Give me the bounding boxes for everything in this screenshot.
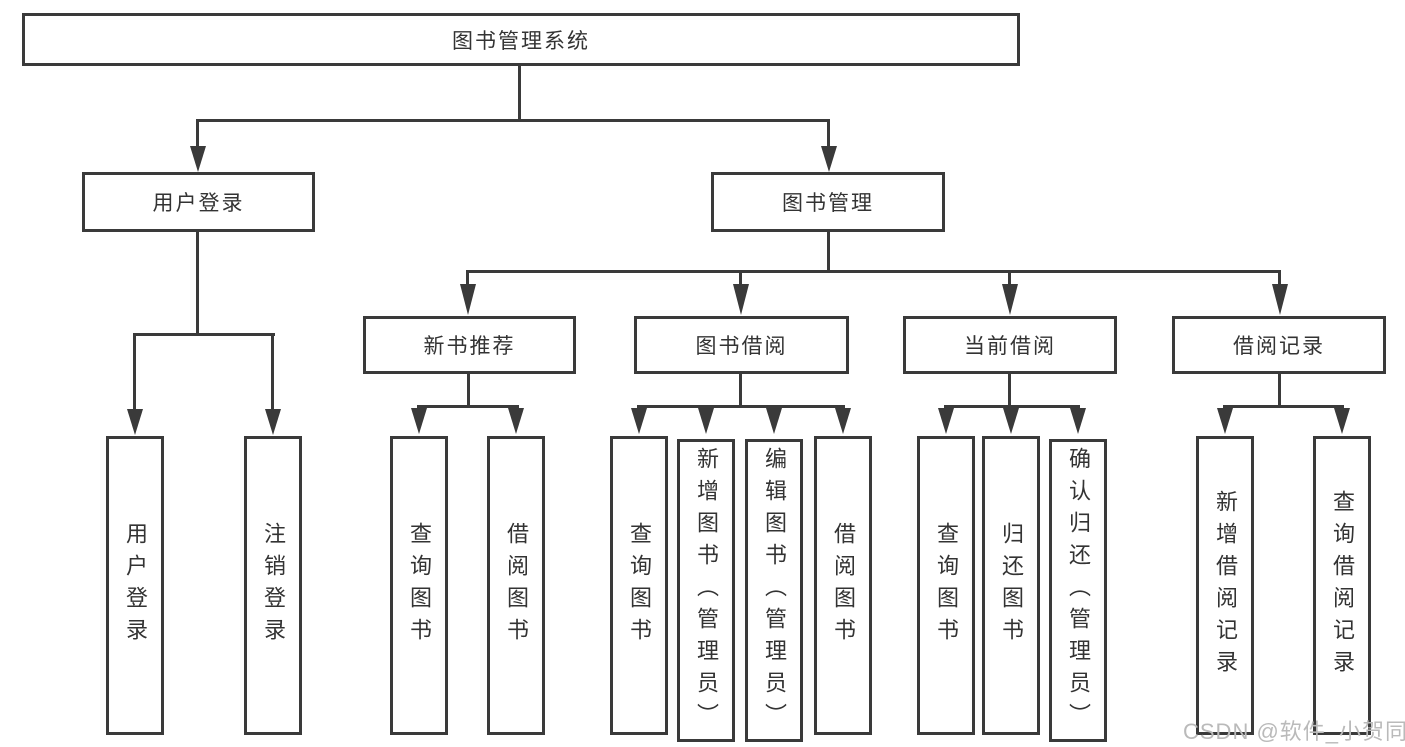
arrowhead-down: [1002, 284, 1018, 315]
node-user-login: 用户登录: [82, 172, 315, 232]
node-new-book-recommend: 新书推荐: [363, 316, 576, 374]
node-label: 图书管理: [782, 192, 874, 215]
arrowhead-down: [265, 409, 281, 435]
connector-line: [637, 405, 845, 408]
node-label: 当前借阅: [964, 335, 1056, 358]
connector-line: [271, 333, 274, 411]
node-label: 图书管理系统: [452, 29, 590, 53]
leaf-label: 编辑图书（管理员）: [762, 446, 787, 735]
node-label: 借阅记录: [1233, 335, 1325, 358]
leaf-query-books-2: 查询图书: [610, 436, 668, 735]
leaf-logout: 注销登录: [244, 436, 302, 735]
leaf-label: 用户登录: [123, 521, 148, 650]
connector-line: [1223, 405, 1344, 408]
arrowhead-down: [766, 408, 782, 434]
arrowhead-down: [1003, 408, 1019, 434]
connector-line: [827, 119, 830, 149]
connector-line: [196, 232, 199, 336]
arrowhead-down: [460, 284, 476, 315]
leaf-query-borrow-record: 查询借阅记录: [1313, 436, 1371, 735]
node-borrow-records: 借阅记录: [1172, 316, 1386, 374]
node-label: 图书借阅: [695, 335, 788, 358]
leaf-label: 查询图书: [934, 521, 959, 650]
leaf-edit-books-admin: 编辑图书（管理员）: [745, 439, 803, 742]
arrowhead-down: [1217, 408, 1233, 434]
arrowhead-down: [698, 408, 714, 434]
connector-line: [1008, 270, 1011, 286]
leaf-user-login: 用户登录: [106, 436, 164, 735]
leaf-label: 确认归还（管理员）: [1066, 446, 1091, 735]
arrowhead-down: [821, 146, 837, 172]
arrowhead-down: [508, 408, 524, 434]
connector-line: [196, 119, 199, 149]
connector-line: [466, 270, 469, 286]
leaf-add-books-admin: 新增图书（管理员）: [677, 439, 735, 742]
leaf-borrow-books-1: 借阅图书: [487, 436, 545, 735]
connector-line: [827, 232, 830, 272]
node-library-management-system: 图书管理系统: [22, 13, 1020, 66]
node-book-borrow: 图书借阅: [634, 316, 849, 374]
connector-line: [133, 333, 275, 336]
arrowhead-down: [938, 408, 954, 434]
leaf-label: 查询图书: [627, 521, 652, 650]
leaf-confirm-return-admin: 确认归还（管理员）: [1049, 439, 1107, 742]
connector-line: [467, 374, 470, 408]
arrowhead-down: [835, 408, 851, 434]
connector-line: [417, 405, 519, 408]
connector-line: [739, 374, 742, 408]
leaf-label: 借阅图书: [504, 521, 529, 650]
leaf-query-books-1: 查询图书: [390, 436, 448, 735]
watermark-text: CSDN @软件_小贺同: [1183, 719, 1405, 744]
leaf-label: 新增借阅记录: [1213, 489, 1238, 682]
leaf-label: 借阅图书: [831, 521, 856, 650]
leaf-borrow-books-2: 借阅图书: [814, 436, 872, 735]
leaf-label: 查询借阅记录: [1330, 489, 1355, 682]
connector-line: [944, 405, 1080, 408]
connector-line: [1278, 270, 1281, 286]
leaf-label: 注销登录: [261, 521, 286, 650]
csdn-watermark: CSDN @软件_小贺同学: [1183, 714, 1405, 746]
arrowhead-down: [1070, 408, 1086, 434]
connector-line: [518, 66, 521, 121]
leaf-label: 查询图书: [407, 521, 432, 650]
connector-line: [196, 119, 830, 122]
leaf-label: 新增图书（管理员）: [694, 446, 719, 735]
arrowhead-down: [631, 408, 647, 434]
leaf-add-borrow-record: 新增借阅记录: [1196, 436, 1254, 735]
connector-line: [133, 333, 136, 411]
node-book-management: 图书管理: [711, 172, 945, 232]
connector-line: [739, 270, 742, 286]
arrowhead-down: [1334, 408, 1350, 434]
arrowhead-down: [733, 284, 749, 315]
connector-line: [466, 270, 1281, 273]
node-label: 用户登录: [152, 192, 245, 215]
arrowhead-down: [1272, 284, 1288, 315]
arrowhead-down: [127, 409, 143, 435]
leaf-label: 归还图书: [999, 521, 1024, 650]
node-label: 新书推荐: [423, 335, 516, 358]
connector-line: [1008, 374, 1011, 408]
connector-line: [1278, 374, 1281, 408]
arrowhead-down: [190, 146, 206, 172]
leaf-query-books-3: 查询图书: [917, 436, 975, 735]
node-current-borrow: 当前借阅: [903, 316, 1117, 374]
leaf-return-books: 归还图书: [982, 436, 1040, 735]
arrowhead-down: [411, 408, 427, 434]
